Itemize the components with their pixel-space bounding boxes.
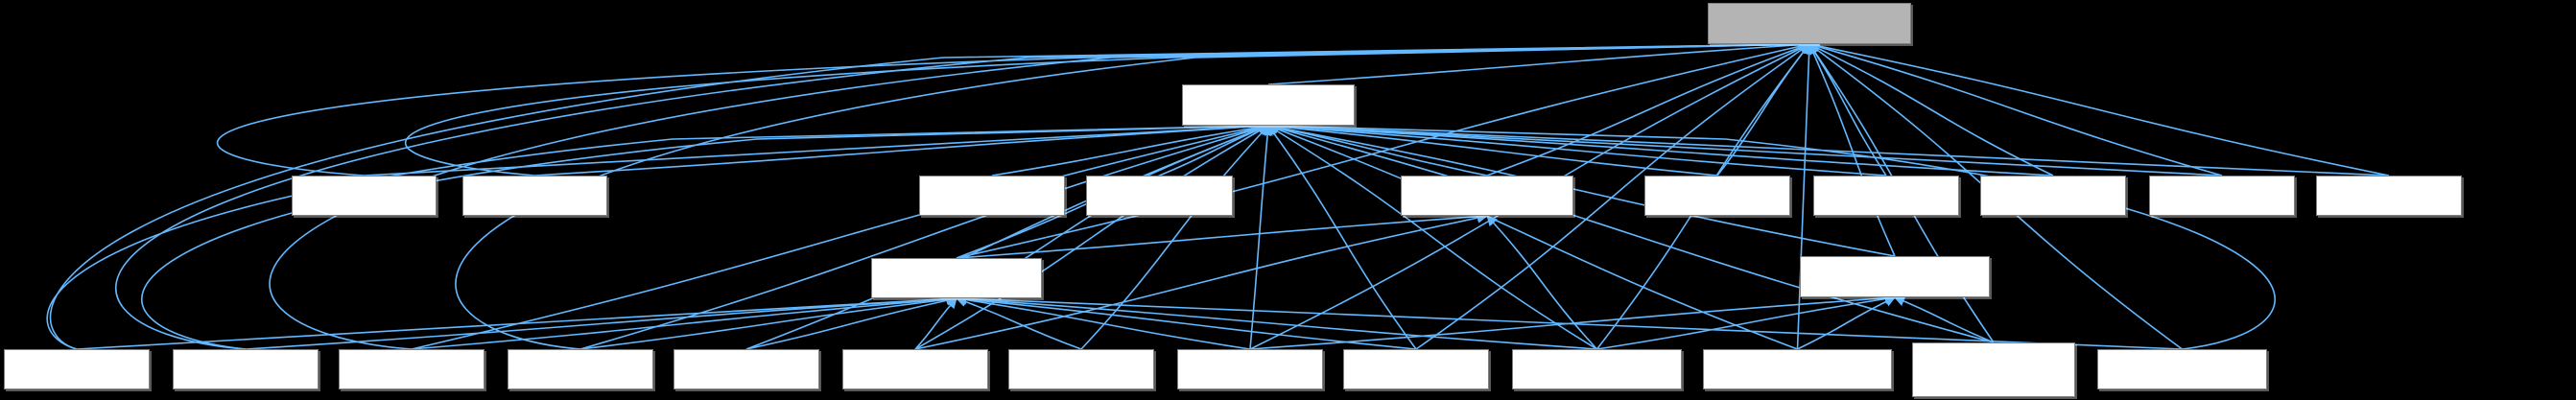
graph-edge xyxy=(914,212,1489,350)
graph-node-task-hpp[interactable] xyxy=(1401,176,1573,216)
graph-node-resizable-split-cpp[interactable] xyxy=(2316,176,2462,216)
graph-edge xyxy=(245,294,958,350)
graph-node-component-fuzzer-cpp[interactable] xyxy=(2097,349,2267,389)
graph-edge xyxy=(955,294,1251,350)
graph-edge xyxy=(1267,125,1597,350)
graph-edge xyxy=(411,294,958,350)
graph-edge xyxy=(115,38,1811,350)
graph-node-dropdown-cpp[interactable] xyxy=(1086,176,1233,216)
graph-edge xyxy=(1808,41,2223,176)
graph-edge xyxy=(364,120,1270,176)
graph-node-checkbox-cpp[interactable] xyxy=(1644,176,1790,216)
graph-edge xyxy=(1266,122,1488,176)
graph-edge xyxy=(141,120,1270,350)
graph-edge xyxy=(1797,296,1897,350)
graph-edge xyxy=(579,294,958,350)
graph-edge xyxy=(216,38,1811,176)
graph-edge xyxy=(1266,121,1718,176)
graph-edge xyxy=(49,38,1811,350)
graph-edge xyxy=(914,297,957,350)
graph-edge xyxy=(1266,120,2054,176)
graph-node-component-cpp[interactable] xyxy=(674,349,819,389)
graph-edge xyxy=(411,122,1270,350)
graph-node-button-cpp[interactable] xyxy=(4,349,150,389)
graph-node-renderer-cpp[interactable] xyxy=(2149,176,2295,216)
graph-edge xyxy=(1266,120,2276,350)
graph-node-screen-interactive-cpp[interactable] xyxy=(1512,349,1682,389)
graph-edge xyxy=(1249,293,1897,350)
graph-node-maybe-cpp[interactable] xyxy=(292,176,437,216)
graph-node-terminal-input-parser-hpp[interactable] xyxy=(1800,256,1990,297)
graph-edge xyxy=(955,294,1417,350)
graph-node-window-cpp[interactable] xyxy=(1008,349,1154,389)
graph-edge xyxy=(1808,43,2054,176)
graph-node-event-hpp[interactable] xyxy=(1182,84,1355,126)
graph-node-slider-cpp[interactable] xyxy=(1343,349,1489,389)
graph-edge xyxy=(1266,124,1798,350)
graph-node-hoverable-cpp[interactable] xyxy=(173,349,319,389)
graph-edge xyxy=(1159,124,1270,176)
graph-edge xyxy=(955,296,1082,350)
graph-edge xyxy=(1266,123,1995,343)
graph-edge xyxy=(1808,42,1896,257)
graph-node-mouse-hpp[interactable] xyxy=(1708,3,1911,44)
graph-edge xyxy=(269,38,1811,350)
graph-node-input-cpp[interactable] xyxy=(339,349,484,389)
graph-edge xyxy=(534,121,1270,176)
graph-edge xyxy=(455,38,1811,350)
graph-node-screen-interactive-hpp[interactable] xyxy=(871,258,1042,298)
graph-edge xyxy=(1267,39,1811,85)
graph-node-modal-cpp[interactable] xyxy=(462,176,607,216)
graph-edge xyxy=(1796,42,1815,350)
graph-node-loop-cpp[interactable] xyxy=(842,349,988,389)
graph-edge xyxy=(1808,40,2390,176)
graph-edge xyxy=(46,120,1270,350)
graph-edge xyxy=(955,294,1597,350)
graph-edge xyxy=(1415,43,1810,350)
graph-node-terminal-input-parser-cpp[interactable] xyxy=(1703,349,1892,389)
graph-edge xyxy=(745,124,1270,350)
graph-node-menu-cpp[interactable] xyxy=(1177,349,1323,389)
graph-node-tip-test-fuzzer-cpp[interactable] xyxy=(1912,342,2075,397)
graph-edge xyxy=(956,211,1489,259)
graph-edge xyxy=(1893,295,1995,343)
graph-edge xyxy=(76,293,958,350)
graph-node-container-cpp[interactable] xyxy=(1813,176,1959,216)
graph-node-radiobox-cpp[interactable] xyxy=(508,349,653,389)
graph-edge xyxy=(745,294,958,350)
graph-edge xyxy=(1266,122,1896,257)
graph-edge xyxy=(579,123,1270,350)
graph-edge xyxy=(1080,125,1269,350)
graph-edge xyxy=(1267,125,1417,350)
graph-edge xyxy=(1596,294,1897,350)
graph-edge xyxy=(1266,121,1887,176)
graph-edge xyxy=(991,122,1270,176)
graph-node-event-cpp[interactable] xyxy=(1980,176,2126,216)
graph-edge xyxy=(1249,124,1273,350)
graph-edge xyxy=(914,125,1269,350)
graph-node-catch-event-cpp[interactable] xyxy=(919,176,1065,216)
graph-edge xyxy=(1486,42,1811,176)
graph-edge xyxy=(1486,215,1598,350)
